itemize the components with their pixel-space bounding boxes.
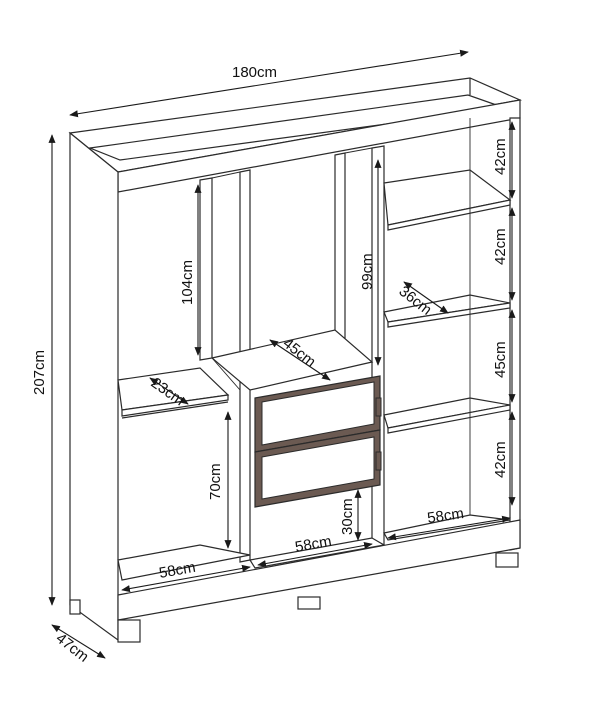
label-left-bottom-width: 58cm [158, 559, 197, 582]
dim-depth [51, 624, 106, 659]
drawer-bottom[interactable] [254, 429, 382, 508]
label-left-lower-height: 70cm [207, 463, 224, 500]
divider-1-top [199, 177, 213, 361]
dim-center-bottom-width [257, 541, 373, 568]
left-side-panel [69, 131, 119, 642]
foot-back-left [69, 599, 81, 615]
drawer-bottom-handle[interactable] [375, 451, 382, 471]
dim-center-shelf-depth [269, 339, 331, 381]
label-overall-height: 207cm [31, 350, 48, 395]
bottom-plinth [117, 519, 521, 621]
label-center-lower-height: 30cm [339, 498, 356, 535]
dim-overall-width [69, 49, 469, 118]
label-depth: 47cm [53, 630, 92, 666]
hanging-rail [121, 401, 229, 419]
foot-front-right [495, 552, 519, 568]
label-center-upper-height: 99cm [359, 253, 376, 290]
dim-rail-depth [149, 377, 189, 405]
foot-front-left [117, 619, 141, 643]
label-center-bottom-width: 58cm [294, 533, 333, 556]
foot-front-center [297, 596, 321, 610]
label-overall-width: 180cm [232, 64, 277, 81]
label-left-hanging-height: 104cm [179, 260, 196, 305]
label-right-shelf-3: 45cm [492, 341, 509, 378]
dim-left-bottom-width [121, 564, 251, 593]
label-right-shelf-2: 42cm [492, 228, 509, 265]
drawer-top-handle[interactable] [375, 397, 382, 417]
label-right-shelf-1: 42cm [492, 138, 509, 175]
wardrobe-body [68, 77, 523, 643]
dim-right-bottom-width [387, 515, 511, 541]
dimension-lines [48, 49, 516, 659]
dim-right-shelf-depth [403, 281, 449, 314]
label-right-shelf-4: 42cm [492, 441, 509, 478]
divider-2-top [334, 152, 346, 348]
dimension-labels: 180cm 207cm 47cm 104cm 23cm 70cm 58cm 99… [31, 64, 509, 666]
label-right-bottom-width: 58cm [426, 505, 465, 527]
drawer-top[interactable] [254, 375, 382, 453]
